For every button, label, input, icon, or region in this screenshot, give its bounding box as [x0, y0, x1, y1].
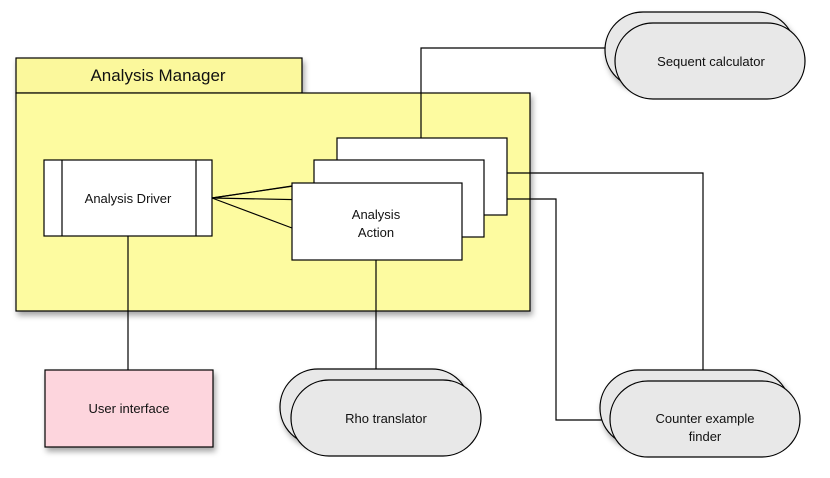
action-label-line2: Action — [358, 225, 394, 240]
sequent-calculator-front — [614, 22, 806, 100]
rho-translator-label: Rho translator — [345, 411, 427, 426]
driver-box — [43, 159, 213, 237]
package-tab — [15, 57, 303, 94]
user-interface: User interface — [44, 369, 214, 448]
package-title: Analysis Manager — [90, 66, 225, 85]
user-interface-label: User interface — [89, 401, 170, 416]
sequent-calculator-label: Sequent calculator — [657, 54, 765, 69]
rho-translator-front — [290, 379, 482, 457]
connector-action-counter-1 — [507, 172, 704, 370]
analysis-action-stack: Analysis Action — [291, 137, 508, 261]
connector-action-sequent — [420, 47, 612, 138]
action-label-line1: Analysis — [352, 207, 401, 222]
connector-action-counter-2 — [484, 198, 610, 421]
connector-driver-action-3 — [211, 185, 293, 199]
counter-example-label-line2: finder — [689, 429, 722, 444]
sequent-calculator: Sequent calculator — [604, 11, 806, 100]
user-interface-box — [44, 369, 214, 448]
counter-example-finder: Counter example finder — [599, 369, 801, 458]
counter-example-label-line1: Counter example — [656, 411, 755, 426]
analysis-driver: Analysis Driver — [43, 159, 213, 237]
connector-driver-action-4 — [211, 197, 293, 229]
rho-translator: Rho translator — [279, 368, 482, 457]
driver-label: Analysis Driver — [85, 191, 172, 206]
counter-example-front — [609, 380, 801, 458]
action-box-front — [291, 182, 463, 261]
